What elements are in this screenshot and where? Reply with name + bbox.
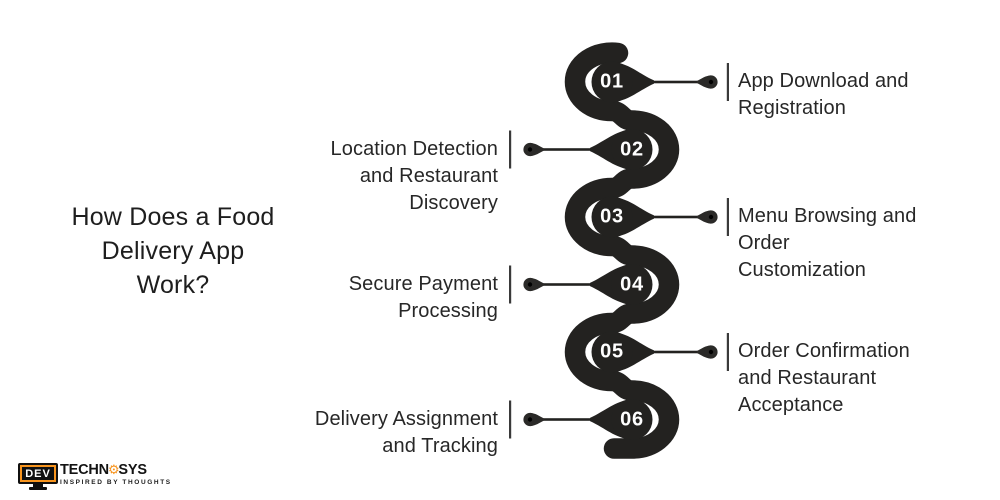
step-label-line: App Download and — [738, 70, 909, 92]
step-label-line: Secure Payment — [348, 273, 498, 295]
separator-bar-2 — [509, 130, 512, 169]
step-label-5: Order Confirmation and Restaurant Accept… — [738, 338, 970, 419]
page-title-line: Work? — [136, 271, 210, 299]
step-label-line: Acceptance — [738, 394, 844, 416]
step-number-6: 06 — [620, 408, 644, 430]
logo-name-part1: TECHN — [60, 462, 109, 478]
separator-bar-4 — [509, 265, 512, 304]
logo-tagline: INSPIRED BY THOUGHTS — [60, 479, 172, 486]
gear-icon: ⚙ — [107, 463, 120, 478]
step-number-4: 04 — [620, 273, 644, 295]
separator-bar-5 — [726, 333, 729, 371]
monitor-stand — [33, 484, 43, 487]
step-number-1: 01 — [600, 70, 624, 93]
monitor-screen: DEV — [18, 463, 58, 484]
step-label-line: and Restaurant — [359, 165, 498, 187]
logo-name: TECHN⚙SYS — [60, 463, 172, 478]
page-title-line: How Does a Food — [71, 203, 275, 231]
page-title: How Does a Food Delivery App Work? — [38, 200, 308, 302]
separator-bar-6 — [509, 400, 512, 439]
step-label-line: and Restaurant — [738, 367, 877, 389]
step-label-line: Customization — [738, 259, 867, 281]
logo-text: TECHN⚙SYS INSPIRED BY THOUGHTS — [60, 463, 172, 487]
step-label-line: Order — [738, 232, 790, 254]
step-label-6: Delivery Assignment and Tracking — [240, 406, 498, 460]
step-label-line: and Tracking — [382, 435, 498, 457]
step-label-line: Processing — [398, 300, 498, 322]
step-number-5: 05 — [600, 340, 624, 363]
step-number-2: 02 — [620, 138, 644, 160]
logo-dev-text: DEV — [25, 467, 51, 480]
monitor-base — [29, 487, 47, 490]
step-label-line: Order Confirmation — [738, 340, 910, 362]
logo-name-part2: SYS — [118, 462, 147, 478]
step-label-3: Menu Browsing and Order Customization — [738, 203, 970, 284]
step-label-4: Secure Payment Processing — [240, 271, 498, 325]
monitor-icon: DEV — [18, 463, 58, 493]
step-label-line: Discovery — [409, 192, 498, 214]
step-number-3: 03 — [600, 205, 624, 228]
separator-bar-1 — [726, 63, 729, 101]
step-label-line: Registration — [738, 97, 846, 119]
step-label-2: Location Detection and Restaurant Discov… — [240, 136, 498, 217]
brand-logo: DEV TECHN⚙SYS INSPIRED BY THOUGHTS — [18, 463, 172, 493]
step-label-1: App Download and Registration — [738, 68, 970, 122]
step-label-line: Location Detection — [330, 138, 498, 160]
step-label-line: Delivery Assignment — [314, 408, 498, 430]
page-title-line: Delivery App — [101, 237, 245, 265]
step-label-line: Menu Browsing and — [738, 205, 917, 227]
separator-bar-3 — [726, 198, 729, 236]
snake-path — [564, 42, 680, 459]
